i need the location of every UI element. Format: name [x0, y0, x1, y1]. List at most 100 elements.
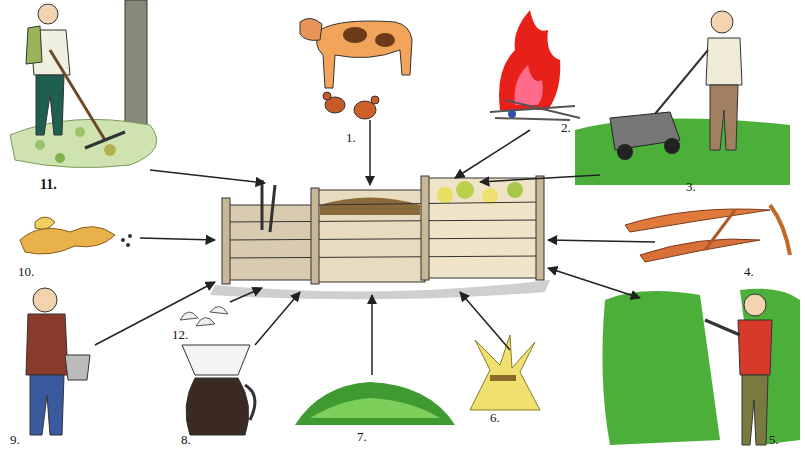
- eggshells-part: [210, 306, 228, 314]
- lawn-mower-man-part: [650, 50, 708, 120]
- compost-bin-part: [456, 181, 474, 199]
- plant-stalks-part: [705, 210, 735, 250]
- raking-person-part: [104, 144, 116, 156]
- cow-and-hens-part: [317, 21, 412, 88]
- fire-ashes: [490, 10, 580, 120]
- eggshells-part: [180, 312, 198, 320]
- compost-bin-part: [222, 198, 230, 284]
- raking-person-part: [36, 75, 64, 135]
- callout-number: 1.: [346, 131, 356, 144]
- straw-sheaf: [470, 335, 540, 410]
- callout-number: 5.: [769, 433, 779, 446]
- fire-ashes-part: [508, 110, 516, 118]
- lawn-mower-man-part: [664, 138, 680, 154]
- hedge-trimming-man-part: [602, 291, 720, 445]
- raking-person-part: [35, 140, 45, 150]
- plant-stalks-part: [770, 205, 790, 255]
- eggshells: [180, 306, 228, 326]
- plant-stalks-part: [640, 239, 760, 262]
- arrows-part: [150, 170, 265, 183]
- coffee-pot-part: [186, 378, 249, 435]
- arrows-part: [371, 295, 373, 375]
- raking-person: [10, 0, 157, 168]
- grass-clippings: [295, 382, 455, 425]
- straw-sheaf-part: [490, 375, 516, 381]
- compost-bin-part: [311, 188, 319, 284]
- compost-bin-part: [482, 188, 498, 204]
- raking-person-part: [26, 26, 42, 64]
- fruit-peels-part: [126, 243, 130, 247]
- callout-number: 2.: [561, 121, 571, 134]
- man-with-bucket-part: [26, 314, 68, 375]
- compost-bin-part: [437, 187, 453, 203]
- hedge-trimming-man-part: [705, 320, 740, 335]
- compost-bin-part: [507, 182, 523, 198]
- callout-number: 4.: [744, 265, 754, 278]
- hedge-trimming-man-part: [738, 320, 772, 375]
- compost-bin-part-part: [225, 238, 540, 240]
- compost-bin-part: [225, 202, 540, 258]
- callout-number: 3.: [686, 180, 696, 193]
- hedge-trimming-man-part: [744, 294, 766, 316]
- fire-ashes-part: [499, 10, 560, 110]
- lawn-mower-man: [575, 11, 790, 185]
- cow-and-hens-part: [323, 92, 331, 100]
- callout-number: 11.: [40, 178, 57, 192]
- coffee-pot-part: [182, 345, 250, 375]
- arrows-part: [230, 288, 262, 302]
- lawn-mower-man-part: [617, 144, 633, 160]
- arrows-part: [460, 292, 510, 350]
- arrows-part: [455, 130, 530, 178]
- arrows: [95, 120, 655, 375]
- raking-person-part: [75, 127, 85, 137]
- lawn-mower-man-part: [710, 85, 738, 150]
- man-with-bucket-part: [30, 375, 64, 435]
- compost-bin-part: [421, 176, 429, 280]
- grass-clippings-part: [310, 398, 440, 418]
- compost-bin: [210, 176, 550, 299]
- callout-number: 6.: [490, 411, 500, 424]
- cow-and-hens-part: [371, 96, 379, 104]
- fruit-peels-part: [35, 217, 55, 229]
- callout-number: 12.: [172, 328, 188, 341]
- raking-person-part: [50, 50, 105, 140]
- eggshells-part: [196, 317, 215, 326]
- callout-number: 8.: [181, 433, 191, 446]
- compost-bin-part-part: [225, 220, 540, 222]
- arrows-part: [369, 120, 371, 185]
- compost-bin-part-part: [225, 256, 540, 258]
- man-with-bucket-part: [65, 355, 90, 380]
- compost-bin-part: [261, 180, 264, 230]
- callout-number: 7.: [357, 430, 367, 443]
- cow-and-hens-part: [300, 18, 322, 40]
- coffee-pot-part: [245, 385, 255, 420]
- compost-bin-part: [225, 205, 315, 280]
- plant-stalks-part: [625, 209, 770, 232]
- arrows-part: [95, 282, 215, 345]
- fruit-peels-part: [128, 234, 132, 238]
- lawn-mower-man-part: [711, 11, 733, 33]
- lawn-mower-man-part: [706, 38, 742, 85]
- compost-bin-part: [425, 178, 540, 278]
- raking-person-part: [38, 4, 58, 24]
- hedge-trimming-man: [602, 289, 800, 445]
- plant-stalks: [625, 205, 790, 262]
- callout-number: 9.: [10, 433, 20, 446]
- arrows-part: [255, 292, 300, 345]
- arrows-part: [140, 238, 215, 240]
- straw-sheaf-part: [470, 335, 540, 410]
- man-with-bucket: [26, 288, 90, 435]
- raking-person-part: [85, 132, 125, 148]
- fruit-peels-part: [20, 227, 115, 254]
- raking-person-part: [10, 119, 157, 167]
- man-with-bucket-part: [33, 288, 57, 312]
- compost-bin-part: [270, 185, 275, 232]
- arrows-part: [548, 240, 655, 242]
- raking-person-part: [55, 153, 65, 163]
- fire-ashes-part: [515, 65, 543, 105]
- hedge-trimming-man-part: [742, 375, 768, 445]
- lawn-mower-man-part: [575, 119, 790, 185]
- fruit-peels: [20, 217, 132, 254]
